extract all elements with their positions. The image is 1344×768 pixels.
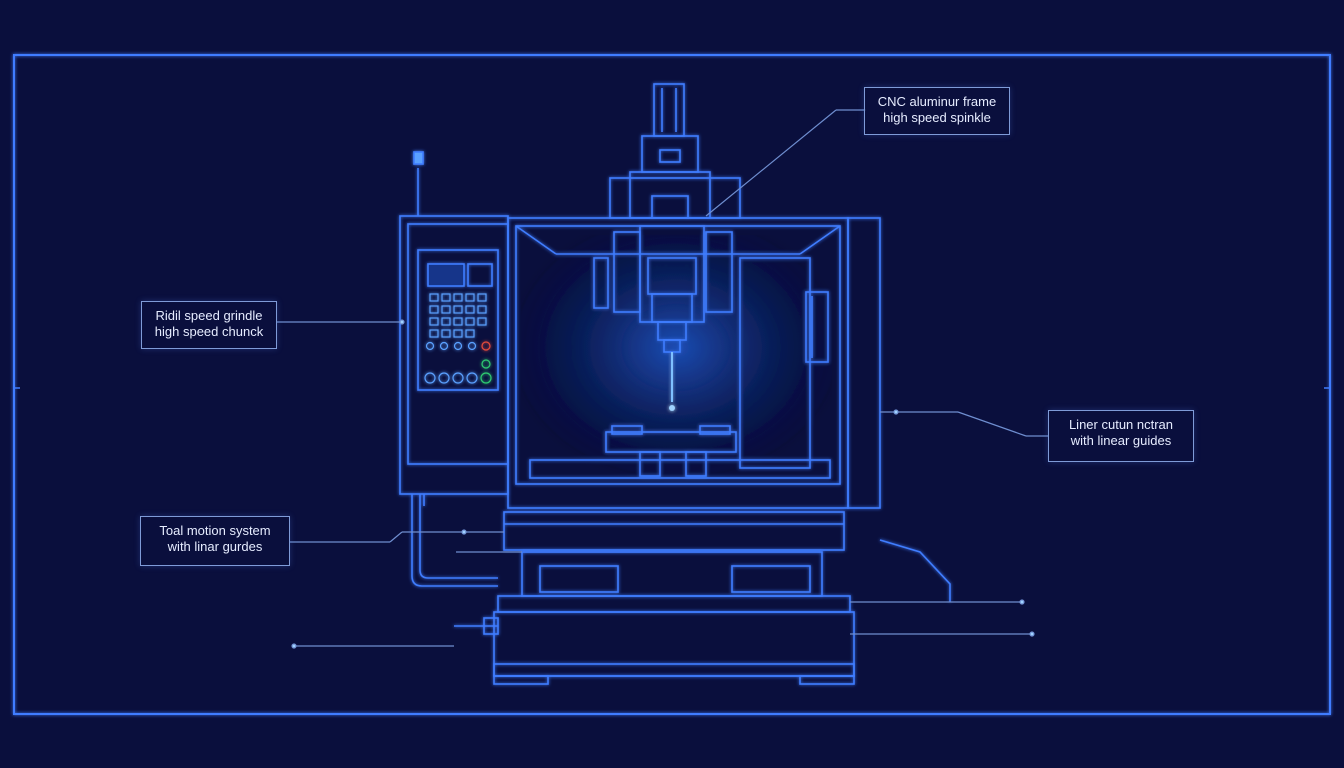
lower-carriage [503,511,845,551]
callout-line: Toal motion system [159,523,271,538]
display-screen [427,263,465,287]
callout-line: high speed chunck [154,324,264,339]
callout-line: CNC aluminur frame [877,94,997,109]
machine-base [493,611,855,677]
callout-line: with linar gurdes [167,539,263,554]
callout-frame-spindle: CNC aluminur frame high speed spinkle [864,87,1010,135]
callout-motion-system: Toal motion system with linar gurdes [140,516,290,566]
vent-right [731,565,811,593]
callout-line: with linear guides [1070,433,1172,448]
machine [399,83,951,685]
keypad [424,293,492,384]
outer-frame [13,54,1331,715]
callout-line: Ridil speed grindle [155,308,263,323]
vent-left [539,565,619,593]
control-panel [417,249,499,391]
callout-linear-guides: Liner cutun nctran with linear guides [1048,410,1194,462]
control-cabinet [399,215,509,495]
callout-grindle-chunck: Ridil speed grindle high speed chunck [141,301,277,349]
callout-line: high speed spinkle [883,110,991,125]
spindle-motor [653,83,685,137]
worktable [529,459,831,479]
callout-line: Liner cutun nctran [1068,417,1174,432]
leader-lines [276,109,1048,649]
